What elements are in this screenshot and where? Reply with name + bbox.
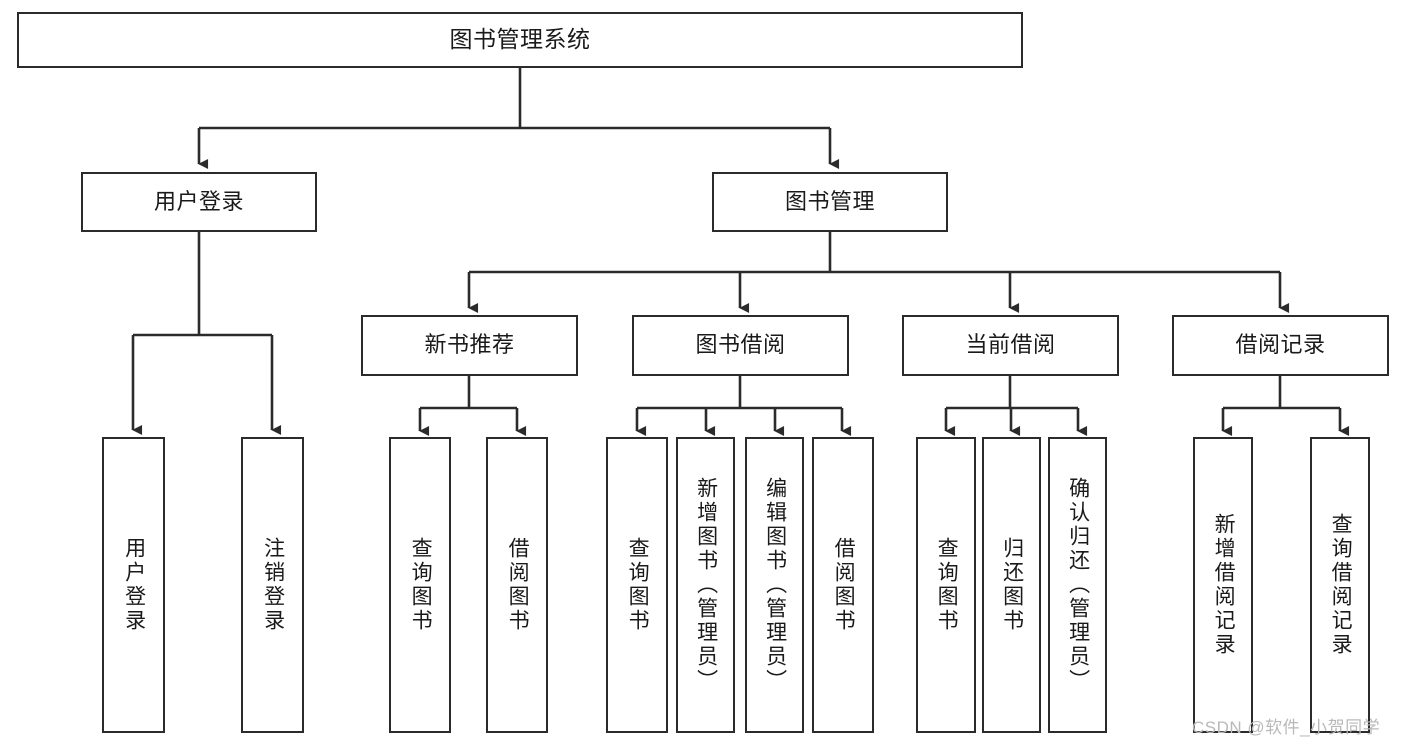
- node-label: 借阅图书: [832, 537, 856, 633]
- leaf-user-login-login[interactable]: 用户登录: [102, 437, 165, 733]
- node-label: 借阅记录: [1235, 332, 1326, 358]
- node-user-login[interactable]: 用户登录: [81, 172, 317, 232]
- node-label: 查询借阅记录: [1329, 513, 1353, 657]
- leaf-borrow-query-book[interactable]: 查询图书: [606, 437, 668, 733]
- leaf-record-query-borrow-record[interactable]: 查询借阅记录: [1310, 437, 1370, 733]
- node-label: 用户登录: [153, 188, 244, 214]
- node-label: 用户登录: [122, 537, 146, 633]
- leaf-record-add-borrow-record[interactable]: 新增借阅记录: [1193, 437, 1253, 733]
- node-label: 新增图书（管理员）: [694, 477, 718, 693]
- leaf-borrow-borrow-book[interactable]: 借阅图书: [812, 437, 874, 733]
- node-label: 确认归还（管理员）: [1066, 477, 1090, 693]
- leaf-recommend-query-book[interactable]: 查询图书: [389, 437, 451, 733]
- node-label: 图书管理系统: [449, 26, 591, 53]
- node-label: 当前借阅: [965, 332, 1056, 358]
- node-book-management[interactable]: 图书管理: [712, 172, 948, 232]
- leaf-current-return-book[interactable]: 归还图书: [982, 437, 1041, 733]
- node-current-borrow[interactable]: 当前借阅: [902, 315, 1119, 376]
- node-label: 编辑图书（管理员）: [763, 477, 787, 693]
- leaf-borrow-edit-book-admin[interactable]: 编辑图书（管理员）: [745, 437, 804, 733]
- node-borrow-record[interactable]: 借阅记录: [1172, 315, 1389, 376]
- watermark-text: CSDN @软件_小贺同学: [1192, 718, 1381, 737]
- node-label: 借阅图书: [506, 537, 530, 633]
- node-book-borrow[interactable]: 图书借阅: [632, 315, 849, 376]
- node-label: 新增借阅记录: [1212, 513, 1236, 657]
- node-new-book-recommend[interactable]: 新书推荐: [361, 315, 578, 376]
- node-label: 新书推荐: [424, 332, 515, 358]
- node-root-book-management-system[interactable]: 图书管理系统: [17, 12, 1023, 68]
- node-label: 图书借阅: [695, 332, 786, 358]
- leaf-borrow-add-book-admin[interactable]: 新增图书（管理员）: [676, 437, 735, 733]
- node-label: 归还图书: [1000, 537, 1024, 633]
- node-label: 查询图书: [626, 537, 650, 633]
- leaf-current-query-book[interactable]: 查询图书: [916, 437, 976, 733]
- node-label: 注销登录: [261, 537, 285, 633]
- node-label: 查询图书: [409, 537, 433, 633]
- node-label: 图书管理: [784, 188, 875, 214]
- leaf-current-confirm-return-admin[interactable]: 确认归还（管理员）: [1048, 437, 1107, 733]
- leaf-user-login-logout[interactable]: 注销登录: [241, 437, 304, 733]
- node-label: 查询图书: [935, 537, 959, 633]
- leaf-recommend-borrow-book[interactable]: 借阅图书: [486, 437, 548, 733]
